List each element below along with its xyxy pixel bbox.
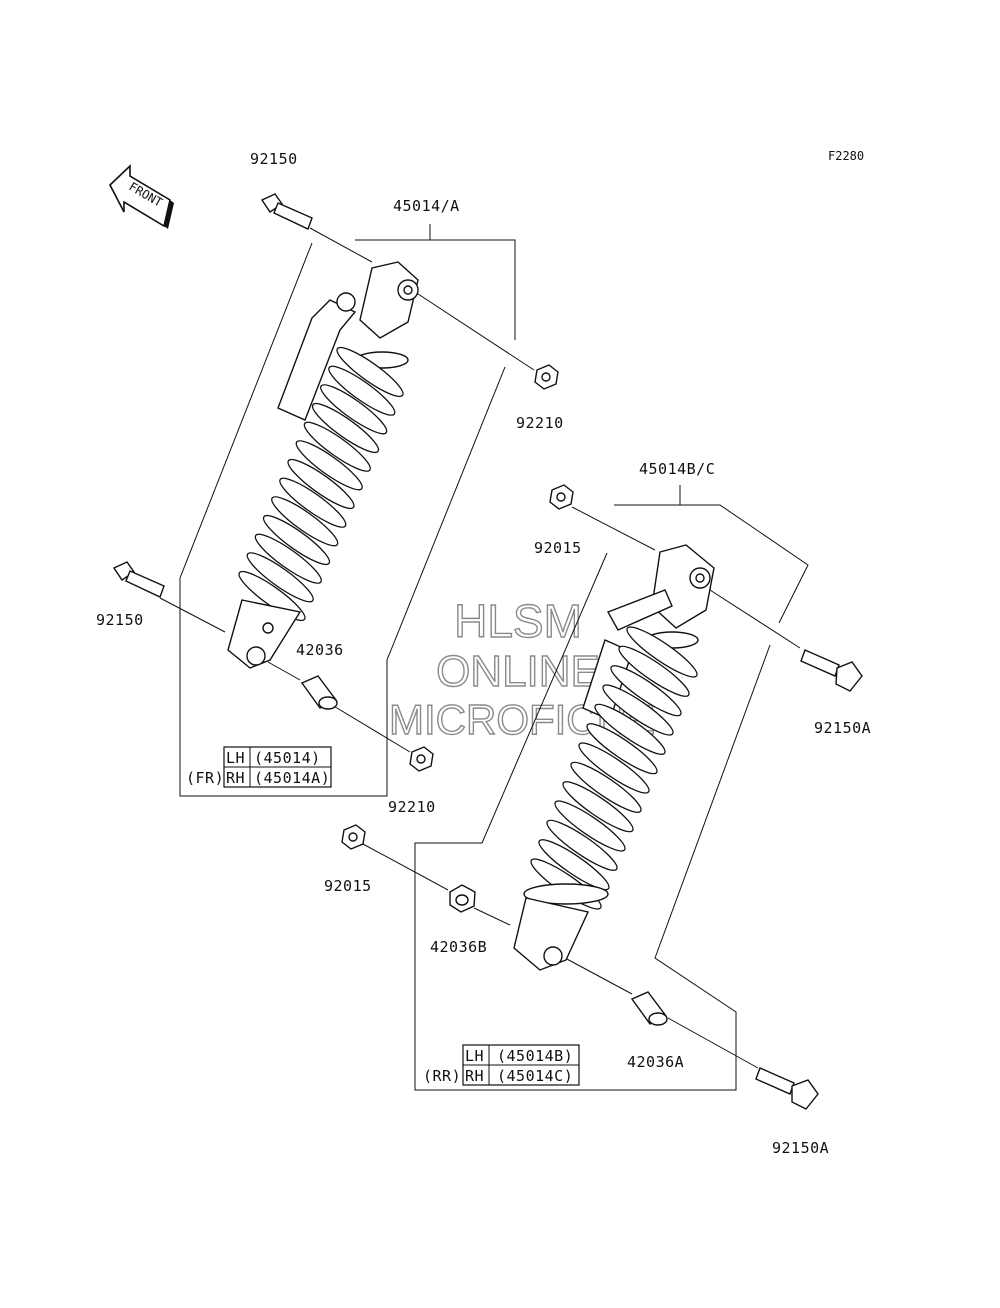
front-table-part-lh: (45014): [254, 749, 321, 767]
callout-front-bottom-bolt: 92150: [96, 611, 144, 629]
front-arrow-icon: FRONT: [109, 164, 174, 229]
front-top-nut-icon: [534, 364, 559, 390]
rear-bottom-bolt-icon: [755, 1067, 819, 1110]
front-spring-coil: [295, 440, 363, 491]
watermark: HLSM ONLINE MICROFICHE: [388, 594, 655, 743]
front-spring-coil: [311, 402, 380, 454]
front-table-side-lh: LH: [226, 749, 245, 767]
front-collar-icon: [300, 675, 338, 710]
front-table-side-rh: RH: [226, 769, 245, 787]
rear-spring-coil: [602, 684, 674, 736]
front-side-table: LH (45014) RH (45014A) (FR): [186, 746, 332, 788]
front-bottom-bolt-icon: [112, 561, 165, 598]
rear-bottom-nut-icon: [341, 824, 366, 850]
rear-table-part-rh: (45014C): [497, 1067, 573, 1085]
front-position-label: (FR): [186, 769, 224, 787]
front-assembly-label: 45014/A: [393, 197, 460, 215]
front-spring-coil: [254, 533, 322, 584]
callout-rear-bottom-bolt: 92150A: [772, 1139, 829, 1157]
rear-spring-coil: [538, 839, 610, 891]
rear-position-label: (RR): [423, 1067, 461, 1085]
rear-table-part-lh: (45014B): [497, 1047, 573, 1065]
rear-shock-body-icon: [513, 544, 715, 971]
rear-side-table: LH (45014B) RH (45014C) (RR): [423, 1044, 580, 1086]
callout-rear-collar-b: 42036B: [430, 938, 487, 956]
front-shock-absorber: 92150 45014/A 92210 92150 42036 92210 LH…: [96, 150, 564, 816]
rear-spring-coil: [562, 781, 634, 833]
rear-collar-a-icon: [630, 991, 668, 1026]
watermark-line-2: ONLINE: [436, 647, 600, 696]
rear-table-side-lh: LH: [465, 1047, 484, 1065]
front-spring-coil: [238, 570, 306, 622]
callout-front-top-nut: 92210: [516, 414, 564, 432]
rear-table-side-rh: RH: [465, 1067, 484, 1085]
watermark-line-1: HLSM: [454, 595, 582, 647]
front-spring-coil: [271, 496, 339, 547]
front-shock-body-icon: [227, 261, 419, 669]
rear-spring-coil: [578, 742, 650, 794]
rear-spring-coil: [570, 761, 642, 813]
rear-spring-coil: [594, 703, 666, 755]
rear-top-nut-icon: [549, 484, 574, 510]
rear-spring-coil: [618, 645, 690, 697]
callout-rear-top-nut: 92015: [534, 539, 582, 557]
front-spring-coil: [320, 384, 388, 435]
rear-spring-coil: [546, 819, 618, 871]
rear-spring-coil: [554, 800, 626, 852]
callout-front-bottom-nut: 92210: [388, 798, 436, 816]
front-spring-coil: [262, 514, 331, 566]
rear-assembly-label: 45014B/C: [639, 460, 715, 478]
diagram-id: F2280: [828, 149, 864, 163]
callout-rear-collar-a: 42036A: [627, 1053, 684, 1071]
front-table-part-rh: (45014A): [254, 769, 330, 787]
front-spring-coil: [336, 346, 404, 398]
callout-rear-top-bolt: 92150A: [814, 719, 871, 737]
front-spring-coil: [303, 421, 371, 472]
rear-collar-b-icon: [449, 884, 476, 913]
rear-top-bolt-icon: [800, 649, 863, 692]
front-spring-coil: [287, 458, 355, 510]
front-spring-coil: [328, 365, 396, 416]
rear-spring-coil: [610, 665, 682, 717]
callout-front-top-bolt: 92150: [250, 150, 298, 168]
rear-spring-coil: [586, 723, 658, 775]
front-spring-coil: [246, 552, 314, 603]
front-spring-coil: [279, 477, 347, 528]
front-bottom-nut-icon: [409, 746, 434, 772]
rear-shock-absorber: 45014B/C 92015 92150A 92015 42036B 42036…: [324, 460, 871, 1157]
callout-front-collar: 42036: [296, 641, 344, 659]
front-top-bolt-icon: [260, 193, 313, 230]
callout-rear-bottom-nut: 92015: [324, 877, 372, 895]
rear-spring-coil: [626, 626, 698, 678]
